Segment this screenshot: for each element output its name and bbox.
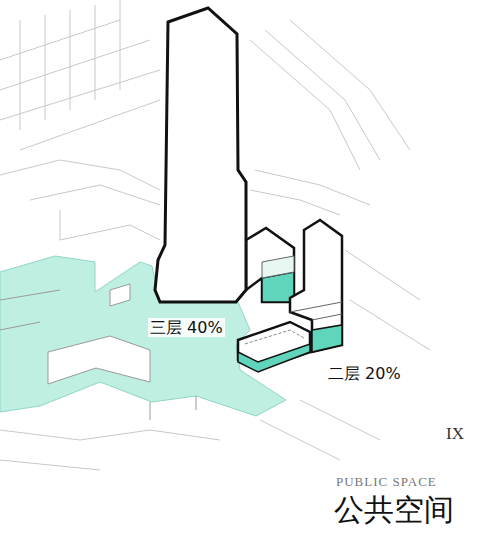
chinese-heading: 公共空间 [334, 492, 454, 528]
floor-share-label: 二层 20% [326, 364, 403, 383]
context-lines [0, 0, 430, 470]
main-tower [155, 8, 246, 302]
english-heading: PUBLIC SPACE [336, 474, 437, 490]
low-block [238, 322, 310, 372]
floor-share-label: 三层 40% [148, 318, 225, 337]
panel-number: IX [446, 424, 464, 444]
